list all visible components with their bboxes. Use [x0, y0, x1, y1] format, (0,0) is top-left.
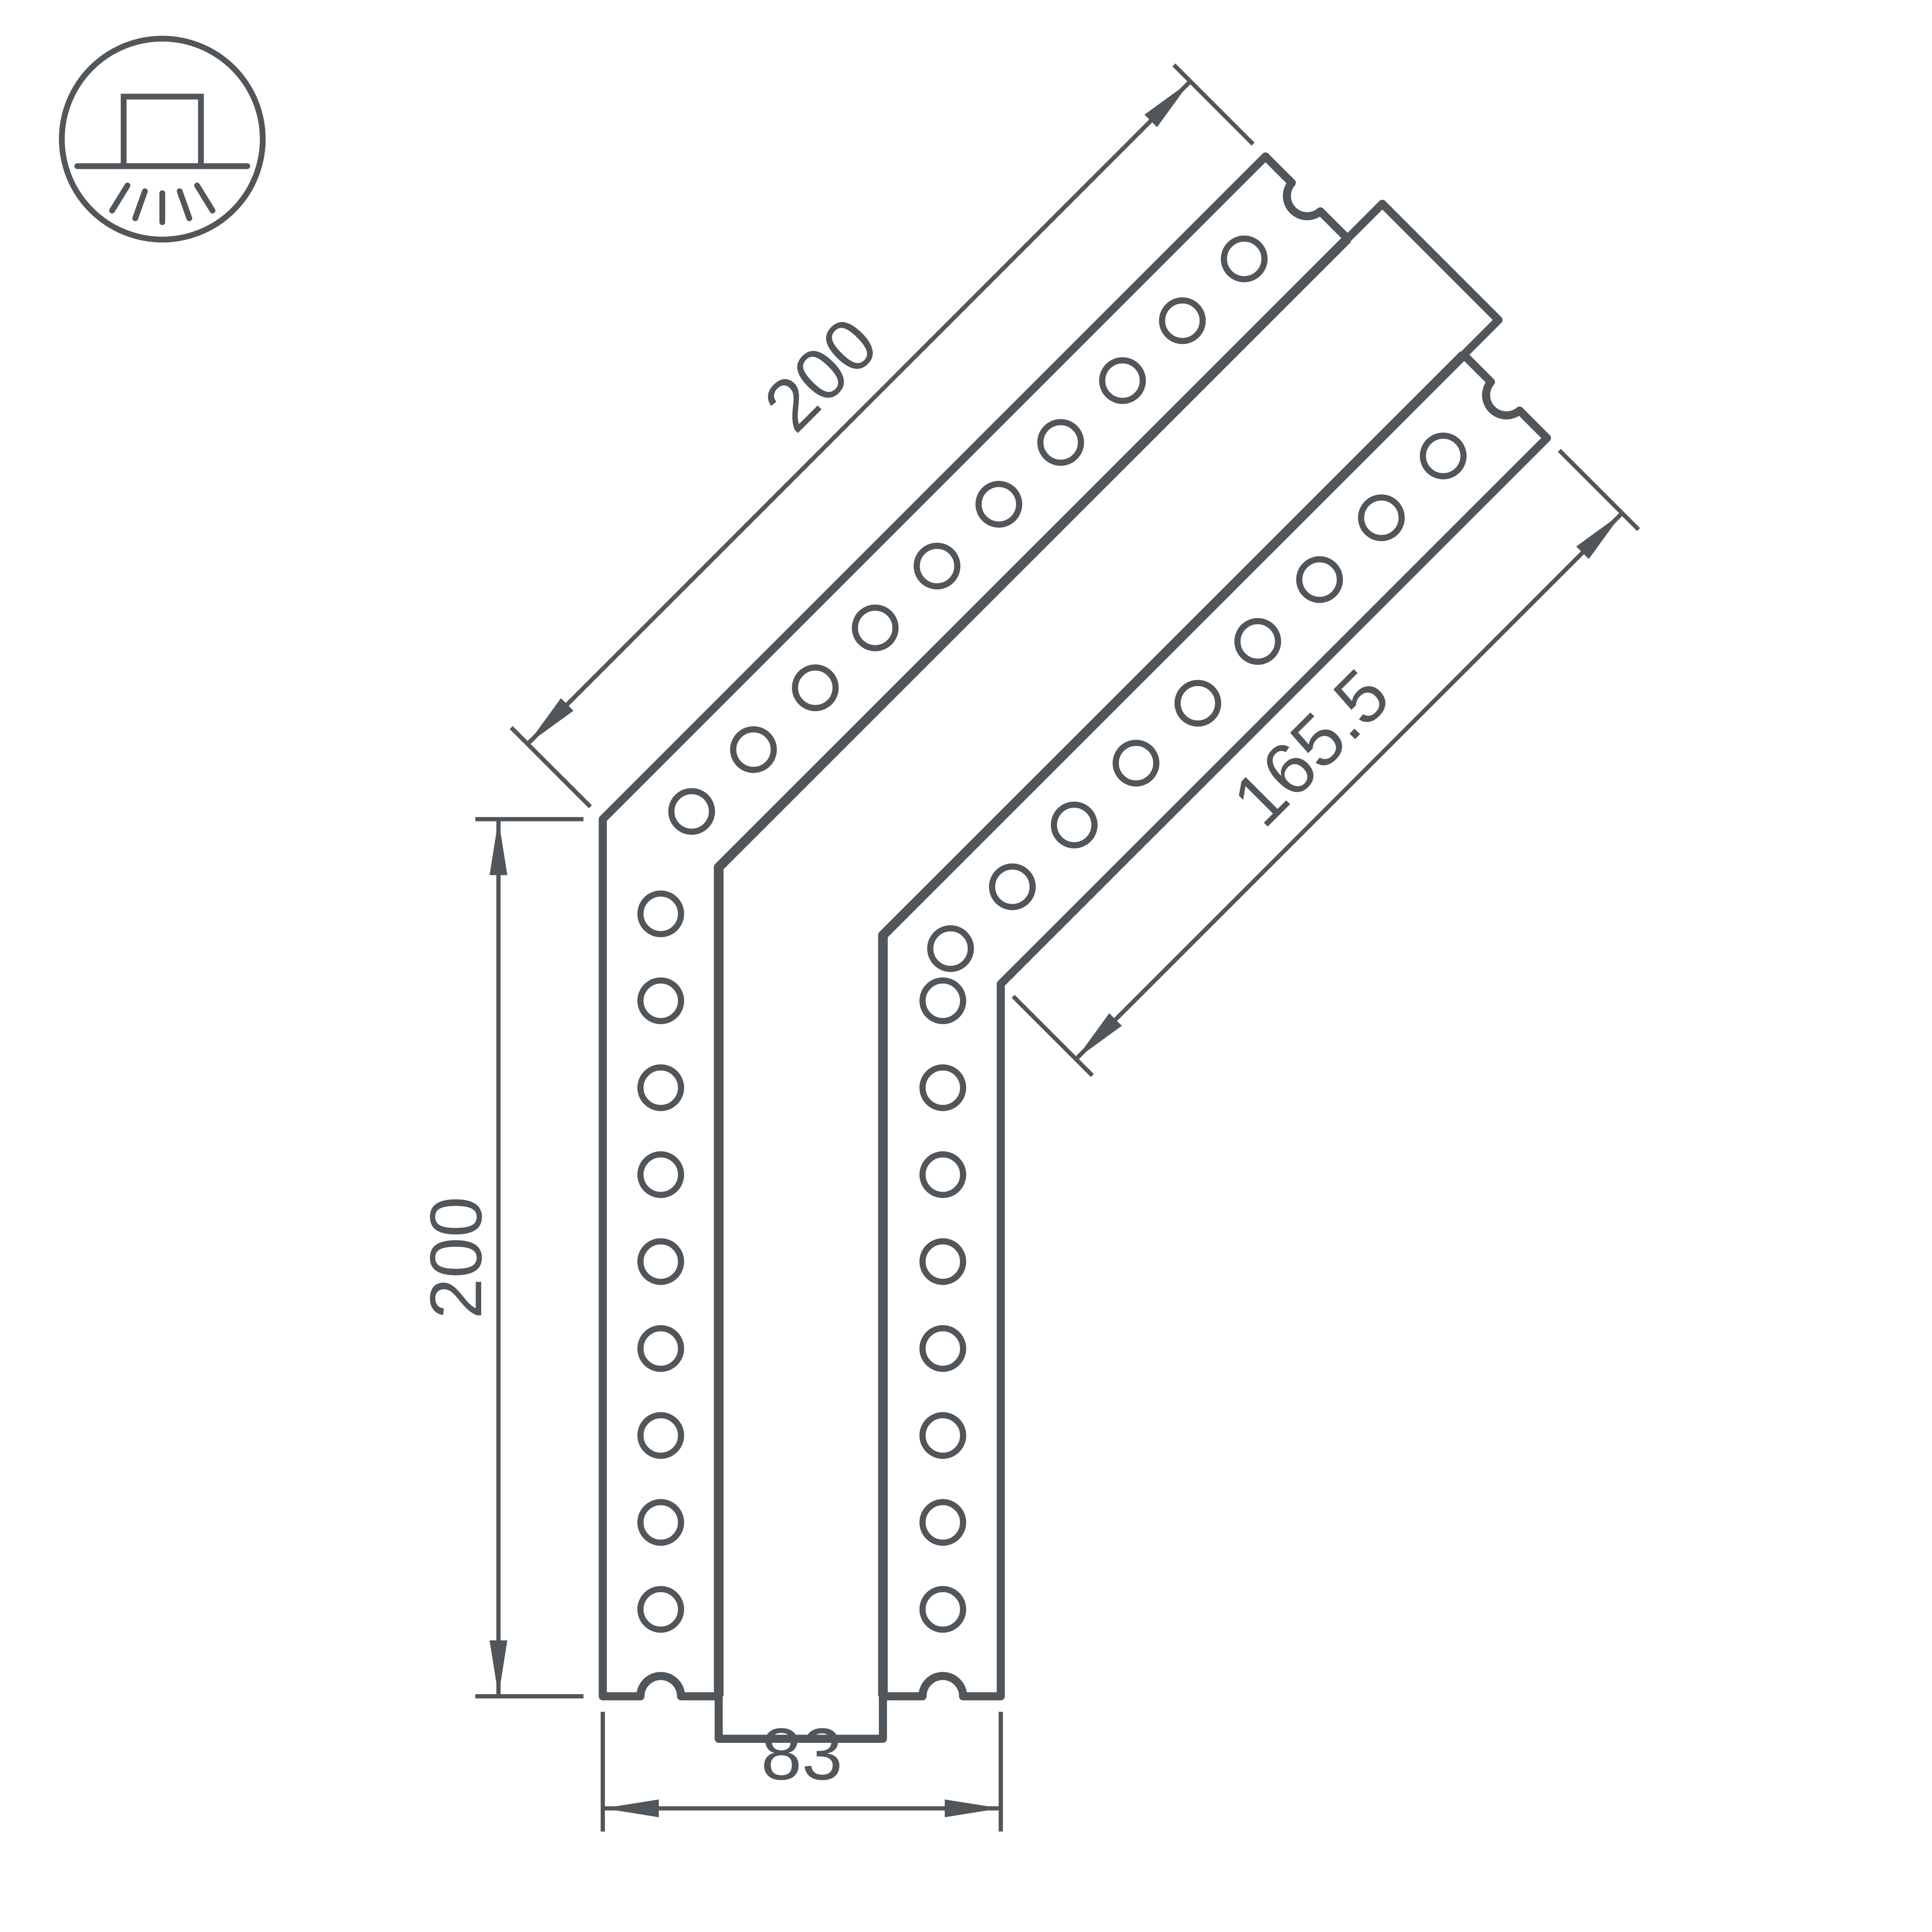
mounting-hole [1220, 235, 1268, 282]
extension-line [1172, 63, 1255, 146]
dimension-label: 83 [761, 1713, 843, 1795]
mounting-hole [1037, 419, 1084, 466]
dimension-inner-diagonal: 165.5 [1011, 449, 1640, 1078]
mounting-hole [1112, 740, 1160, 787]
light-ray-icon [109, 182, 131, 214]
mounting-hole [919, 977, 966, 1024]
icon-circle [59, 36, 266, 242]
dimension-vertical: 200 [415, 817, 584, 1699]
mounting-hole [637, 1238, 684, 1285]
mounting-hole [914, 542, 960, 590]
mounting-hole [637, 1586, 684, 1633]
channel-line-right [878, 351, 1468, 1696]
light-ray-icon [132, 188, 148, 222]
mounting-hole [637, 1064, 684, 1111]
mounting-hole [1358, 494, 1405, 542]
mounting-hole [1296, 556, 1343, 603]
mounting-type-icon [59, 36, 266, 242]
mounting-hole [919, 1586, 966, 1633]
mounting-hole [637, 1151, 684, 1198]
mounting-hole [919, 1238, 966, 1285]
light-ray-icon [194, 182, 216, 214]
mounting-hole [637, 1412, 684, 1459]
mounting-hole [668, 788, 715, 835]
mounting-hole [637, 977, 684, 1024]
extension-line [509, 726, 592, 809]
mounting-hole [927, 925, 974, 972]
mounting-hole [1159, 297, 1206, 344]
dimension-outer-diagonal: 200 [509, 63, 1255, 809]
mounting-hole [1420, 432, 1467, 479]
lamp-body-icon [121, 94, 204, 169]
dimension-bottom-width: 83 [600, 1711, 1003, 1832]
mounting-hole [919, 1412, 966, 1459]
mounting-hole [1099, 357, 1146, 404]
profile-outline [598, 152, 1551, 1743]
mounting-hole [975, 481, 1023, 528]
dimension-line [1074, 511, 1624, 1061]
mounting-hole [852, 604, 899, 651]
light-ray-icon [177, 188, 192, 222]
mounting-hole [989, 863, 1036, 911]
mounting-hole [792, 664, 839, 711]
mounting-hole [919, 1499, 966, 1546]
mounting-hole [730, 726, 777, 773]
mounting-hole [1234, 618, 1281, 665]
mounting-hole [637, 1325, 684, 1372]
mounting-hole [919, 1325, 966, 1372]
dimension-line [526, 80, 1192, 746]
dimension-label: 165.5 [1217, 654, 1405, 842]
mounting-hole [637, 1499, 684, 1546]
extension-line [1011, 995, 1094, 1078]
mounting-hole [919, 1064, 966, 1111]
mounting-hole [919, 1151, 966, 1198]
mounting-hole [1174, 680, 1221, 727]
dimension-label: 200 [749, 302, 893, 447]
extension-line [1557, 449, 1640, 531]
profile-body [598, 152, 1551, 1743]
dimension-label: 200 [415, 1197, 497, 1319]
mounting-hole [637, 890, 684, 937]
mounting-hole [1050, 801, 1098, 848]
